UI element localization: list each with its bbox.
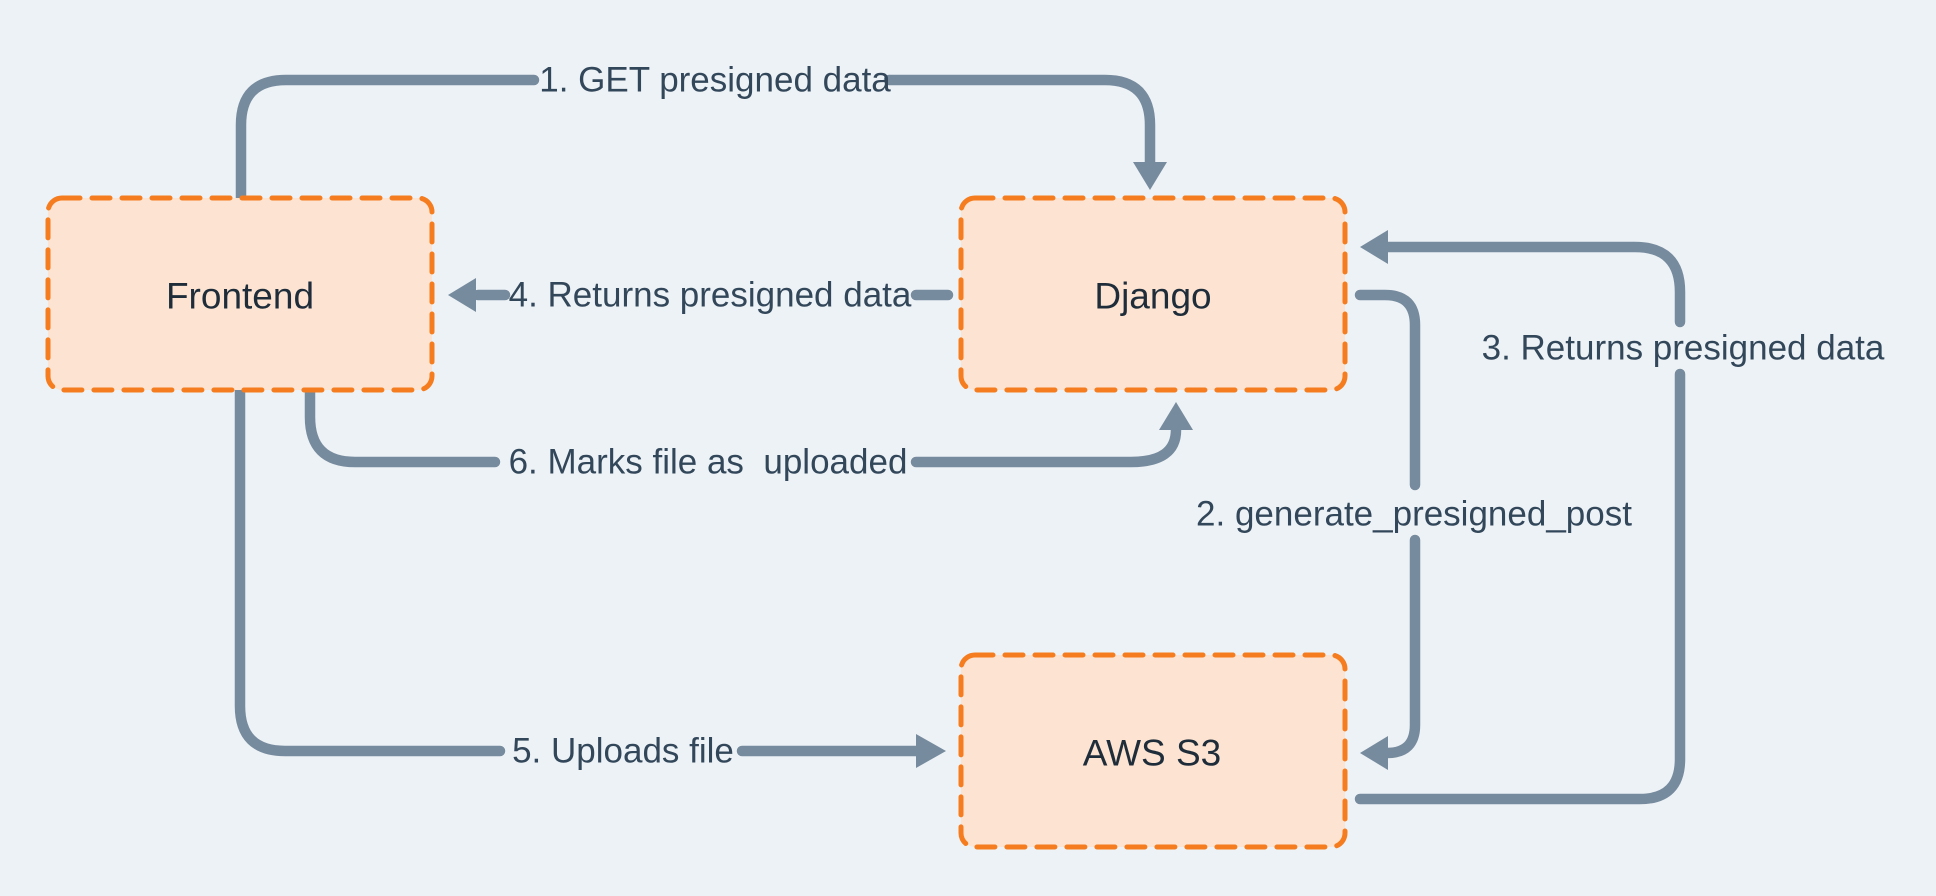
flow-2-line-top (1354, 289, 1421, 491)
node-frontend-box (45, 195, 435, 393)
flow-3-label: 3. Returns presigned data (1482, 329, 1885, 368)
flow-1-line-right (883, 74, 1156, 168)
node-frontend-label: Frontend (166, 276, 314, 317)
flow-2-line-bottom (1381, 534, 1421, 759)
flow-4-arrowhead-left (448, 278, 476, 312)
flow-6-label: 6. Marks file as uploaded (509, 443, 908, 482)
flow-1-line-left (235, 74, 540, 204)
node-django: Django (958, 195, 1348, 393)
node-aws-s3-box (958, 652, 1348, 850)
flow-5-uploads-file: 5. Uploads file (234, 384, 946, 771)
flow-3-arrowhead-left (1360, 230, 1388, 264)
flow-5-label: 5. Uploads file (512, 732, 734, 771)
flow-3-returns-presigned-data: 3. Returns presigned data (1354, 230, 1885, 805)
node-django-label: Django (1094, 276, 1211, 317)
node-django-box (958, 195, 1348, 393)
flow-1-label: 1. GET presigned data (539, 61, 891, 100)
flow-4-returns-presigned-data: 4. Returns presigned data (448, 276, 954, 315)
flow-6-marks-file-as-uploaded: 6. Marks file as uploaded (304, 384, 1193, 482)
flow-6-line-left (304, 384, 501, 468)
flow-6-line-right (910, 424, 1182, 468)
flow-5-arrowhead-right (916, 734, 946, 768)
node-frontend: Frontend (45, 195, 435, 393)
node-aws-s3-label: AWS S3 (1083, 733, 1221, 774)
flow-1-get-presigned-data: 1. GET presigned data (235, 61, 1167, 204)
flow-5-line-left (234, 384, 506, 757)
flow-2-generate-presigned-post: 2. generate_presigned_post (1196, 289, 1632, 770)
flow-2-arrowhead-left (1360, 736, 1388, 770)
flow-1-arrowhead-down (1133, 162, 1167, 190)
node-aws-s3: AWS S3 (958, 652, 1348, 850)
flow-4-label: 4. Returns presigned data (509, 276, 912, 315)
flow-3-line-top (1382, 241, 1686, 328)
flow-3-line-bottom (1354, 368, 1686, 805)
flow-2-label: 2. generate_presigned_post (1196, 495, 1632, 534)
flow-6-arrowhead-up (1159, 402, 1193, 430)
